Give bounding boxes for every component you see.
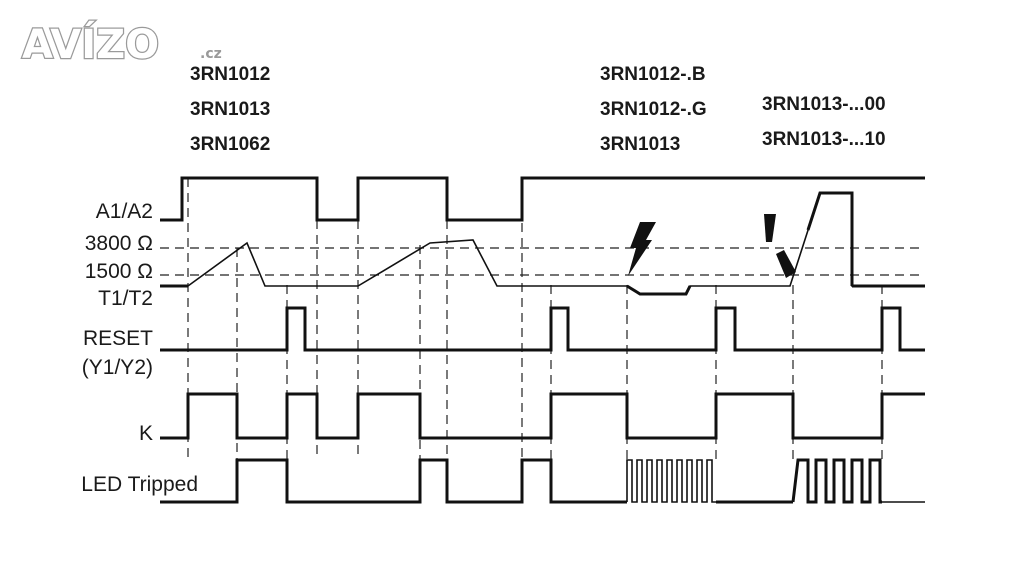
led-flash-fast xyxy=(626,459,716,503)
led-tripped-signal xyxy=(160,458,627,504)
t1t2-short-peak xyxy=(806,191,854,286)
model-label: 3RN1012-.G xyxy=(600,99,707,120)
model-group-3: 3RN1013-...00 3RN1013-...10 xyxy=(762,94,886,150)
timing-markers xyxy=(187,178,883,460)
label-reset: RESET xyxy=(83,327,153,350)
label-t1t2: T1/T2 xyxy=(98,287,153,310)
model-label: 3RN1062 xyxy=(190,134,270,155)
model-label: 3RN1012-.B xyxy=(600,64,706,85)
label-a1a2: A1/A2 xyxy=(96,200,153,223)
signal-labels: A1/A2 3800 Ω 1500 Ω T1/T2 RESET (Y1/Y2) … xyxy=(81,200,198,496)
label-led: LED Tripped xyxy=(81,473,198,496)
model-group-2: 3RN1012-.B 3RN1012-.G 3RN1013 xyxy=(600,64,707,155)
logo-name: AVÍZO xyxy=(22,20,159,68)
t1t2-signal xyxy=(160,192,925,295)
short-circuit-icon xyxy=(764,214,796,278)
model-label: 3RN1013 xyxy=(600,134,680,155)
model-label: 3RN1013-...00 xyxy=(762,94,886,115)
logo-suffix: .cz xyxy=(200,46,222,62)
a1a2-signal xyxy=(160,176,925,222)
led-flash-slow xyxy=(791,458,882,504)
label-1500: 1500 Ω xyxy=(85,260,153,283)
model-label: 3RN1013 xyxy=(190,99,270,120)
label-k: K xyxy=(139,422,153,445)
lightning-bolt-icon xyxy=(628,222,656,276)
model-label: 3RN1012 xyxy=(190,64,270,85)
avizo-logo: AVÍZO .cz xyxy=(21,19,222,70)
model-label: 3RN1013-...10 xyxy=(762,129,886,150)
label-reset-sub: (Y1/Y2) xyxy=(82,356,153,379)
label-3800: 3800 Ω xyxy=(85,232,153,255)
model-group-1: 3RN1012 3RN1013 3RN1062 xyxy=(190,64,270,155)
k-signal xyxy=(160,392,925,440)
reset-signal xyxy=(160,306,925,352)
t1t2-dip xyxy=(626,284,692,296)
